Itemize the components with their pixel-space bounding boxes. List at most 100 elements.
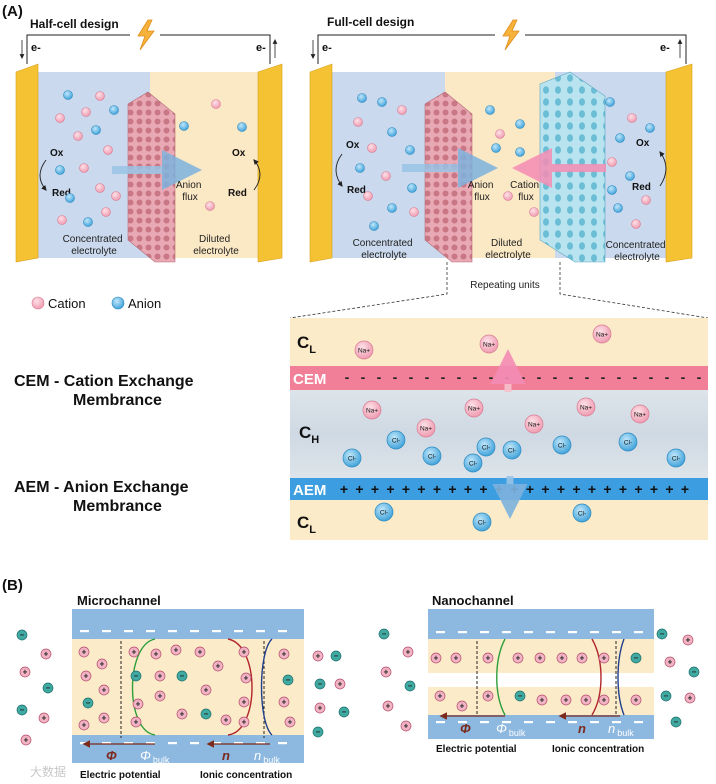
cation-ion: + [434,690,446,702]
anion-ion: − [378,628,390,640]
half-cell-electrode-right [257,63,283,263]
cation-ion [57,215,67,225]
cation-ion [79,163,89,173]
surface-charge [502,631,511,634]
svg-text:+: + [82,721,87,730]
cem-definition-line-2: Membrance [73,392,162,409]
surface-charge [546,721,555,724]
svg-text:Cl-: Cl- [348,456,356,463]
cation-ion: + [312,650,324,662]
sodium-ion: Na+ [362,400,382,420]
surface-charge [568,631,577,634]
cation-ion [503,191,513,201]
positive-charge: + [681,481,689,497]
svg-text:+: + [486,654,491,663]
cation-ion: + [130,716,142,728]
full-cell-concentrated-left-label: Concentrated electrolyte [353,238,416,261]
svg-text:−: − [86,699,91,708]
half-cell-redox-arrow-right [253,159,261,191]
cation-ion [353,117,363,127]
negative-charge: - [441,369,446,385]
cation-ion: + [278,696,290,708]
svg-text:+: + [438,692,443,701]
chloride-ion: Cl- [618,432,638,452]
anion-ion [91,125,101,135]
legend-anion-label: Anion [128,296,161,311]
surface-charge [436,631,445,634]
half-cell-membrane [127,91,176,263]
surface-charge [502,721,511,724]
cation-ion: + [556,652,568,664]
anion-ion [491,143,501,153]
anion-ion: − [688,666,700,678]
svg-text:−: − [318,680,323,689]
svg-text:+: + [180,710,185,719]
anion-ion: − [656,628,668,640]
positive-charge: + [572,481,580,497]
svg-text:+: + [158,672,163,681]
negative-charge: - [473,369,478,385]
sodium-ion: Na+ [464,398,484,418]
svg-text:+: + [602,654,607,663]
cation-ion [529,207,539,217]
full-cell-title: Full-cell design [327,15,414,29]
cation-ion: + [240,672,252,684]
legend-cation-label: Cation [48,296,86,311]
stack-ch-sub: H [311,434,319,446]
anion-ion [387,127,397,137]
full-cell-ox-left: Ox [346,140,360,151]
anion-ion: − [514,690,526,702]
svg-text:+: + [154,650,159,659]
cation-ion: + [284,716,296,728]
half-cell-redox-arrow-left [39,159,47,191]
negative-charge: - [457,369,462,385]
nanochannel-n-bulk-sub: bulk [617,728,634,738]
cation-ion [55,113,65,123]
surface-charge [458,631,467,634]
svg-text:+: + [384,668,389,677]
half-cell-diluted-line-2: electrolyte [193,246,239,257]
cation-ion [607,157,617,167]
cation-ion: + [512,652,524,664]
anion-ion [179,121,189,131]
svg-text:+: + [386,702,391,711]
svg-text:+: + [158,692,163,701]
positive-charge: + [557,481,565,497]
negative-charge: - [345,369,350,385]
lightning-icon [137,19,155,51]
svg-text:Cl-: Cl- [392,438,400,445]
svg-text:+: + [538,654,543,663]
negative-charge: - [489,369,494,385]
positive-charge: + [433,481,441,497]
svg-text:+: + [560,654,565,663]
svg-text:+: + [564,696,569,705]
anion-ion [109,105,119,115]
cation-ion [81,107,91,117]
full-cell-anion-flux-line-1: Anion [468,180,494,191]
chloride-ion: Cl- [422,446,442,466]
svg-text:−: − [134,672,139,681]
positive-charge: + [526,481,534,497]
cem-definition: CEM - Cation Exchange Membrance [14,373,198,409]
svg-text:+: + [318,704,323,713]
aem-definition-line-2: Membrance [73,498,162,515]
full-cell-anion-flux-line-2: flux [474,192,490,203]
svg-text:Cl-: Cl- [380,510,388,517]
chloride-ion: Cl- [572,503,592,523]
cation-ion [409,207,419,217]
half-cell-red-right: Red [228,188,247,199]
cation-ion: + [576,652,588,664]
surface-charge [212,742,221,745]
svg-text:Cl-: Cl- [428,454,436,461]
anion-ion: − [670,716,682,728]
stack-cl-top-label: CL [297,333,316,356]
cation-ion: + [170,644,182,656]
negative-charge: - [377,369,382,385]
svg-text:+: + [602,696,607,705]
sodium-ion: Na+ [576,397,596,417]
stack-cem-band [290,366,708,390]
chloride-ion: Cl- [386,430,406,450]
half-cell-electrode-left [15,63,39,263]
cation-ion: + [78,719,90,731]
